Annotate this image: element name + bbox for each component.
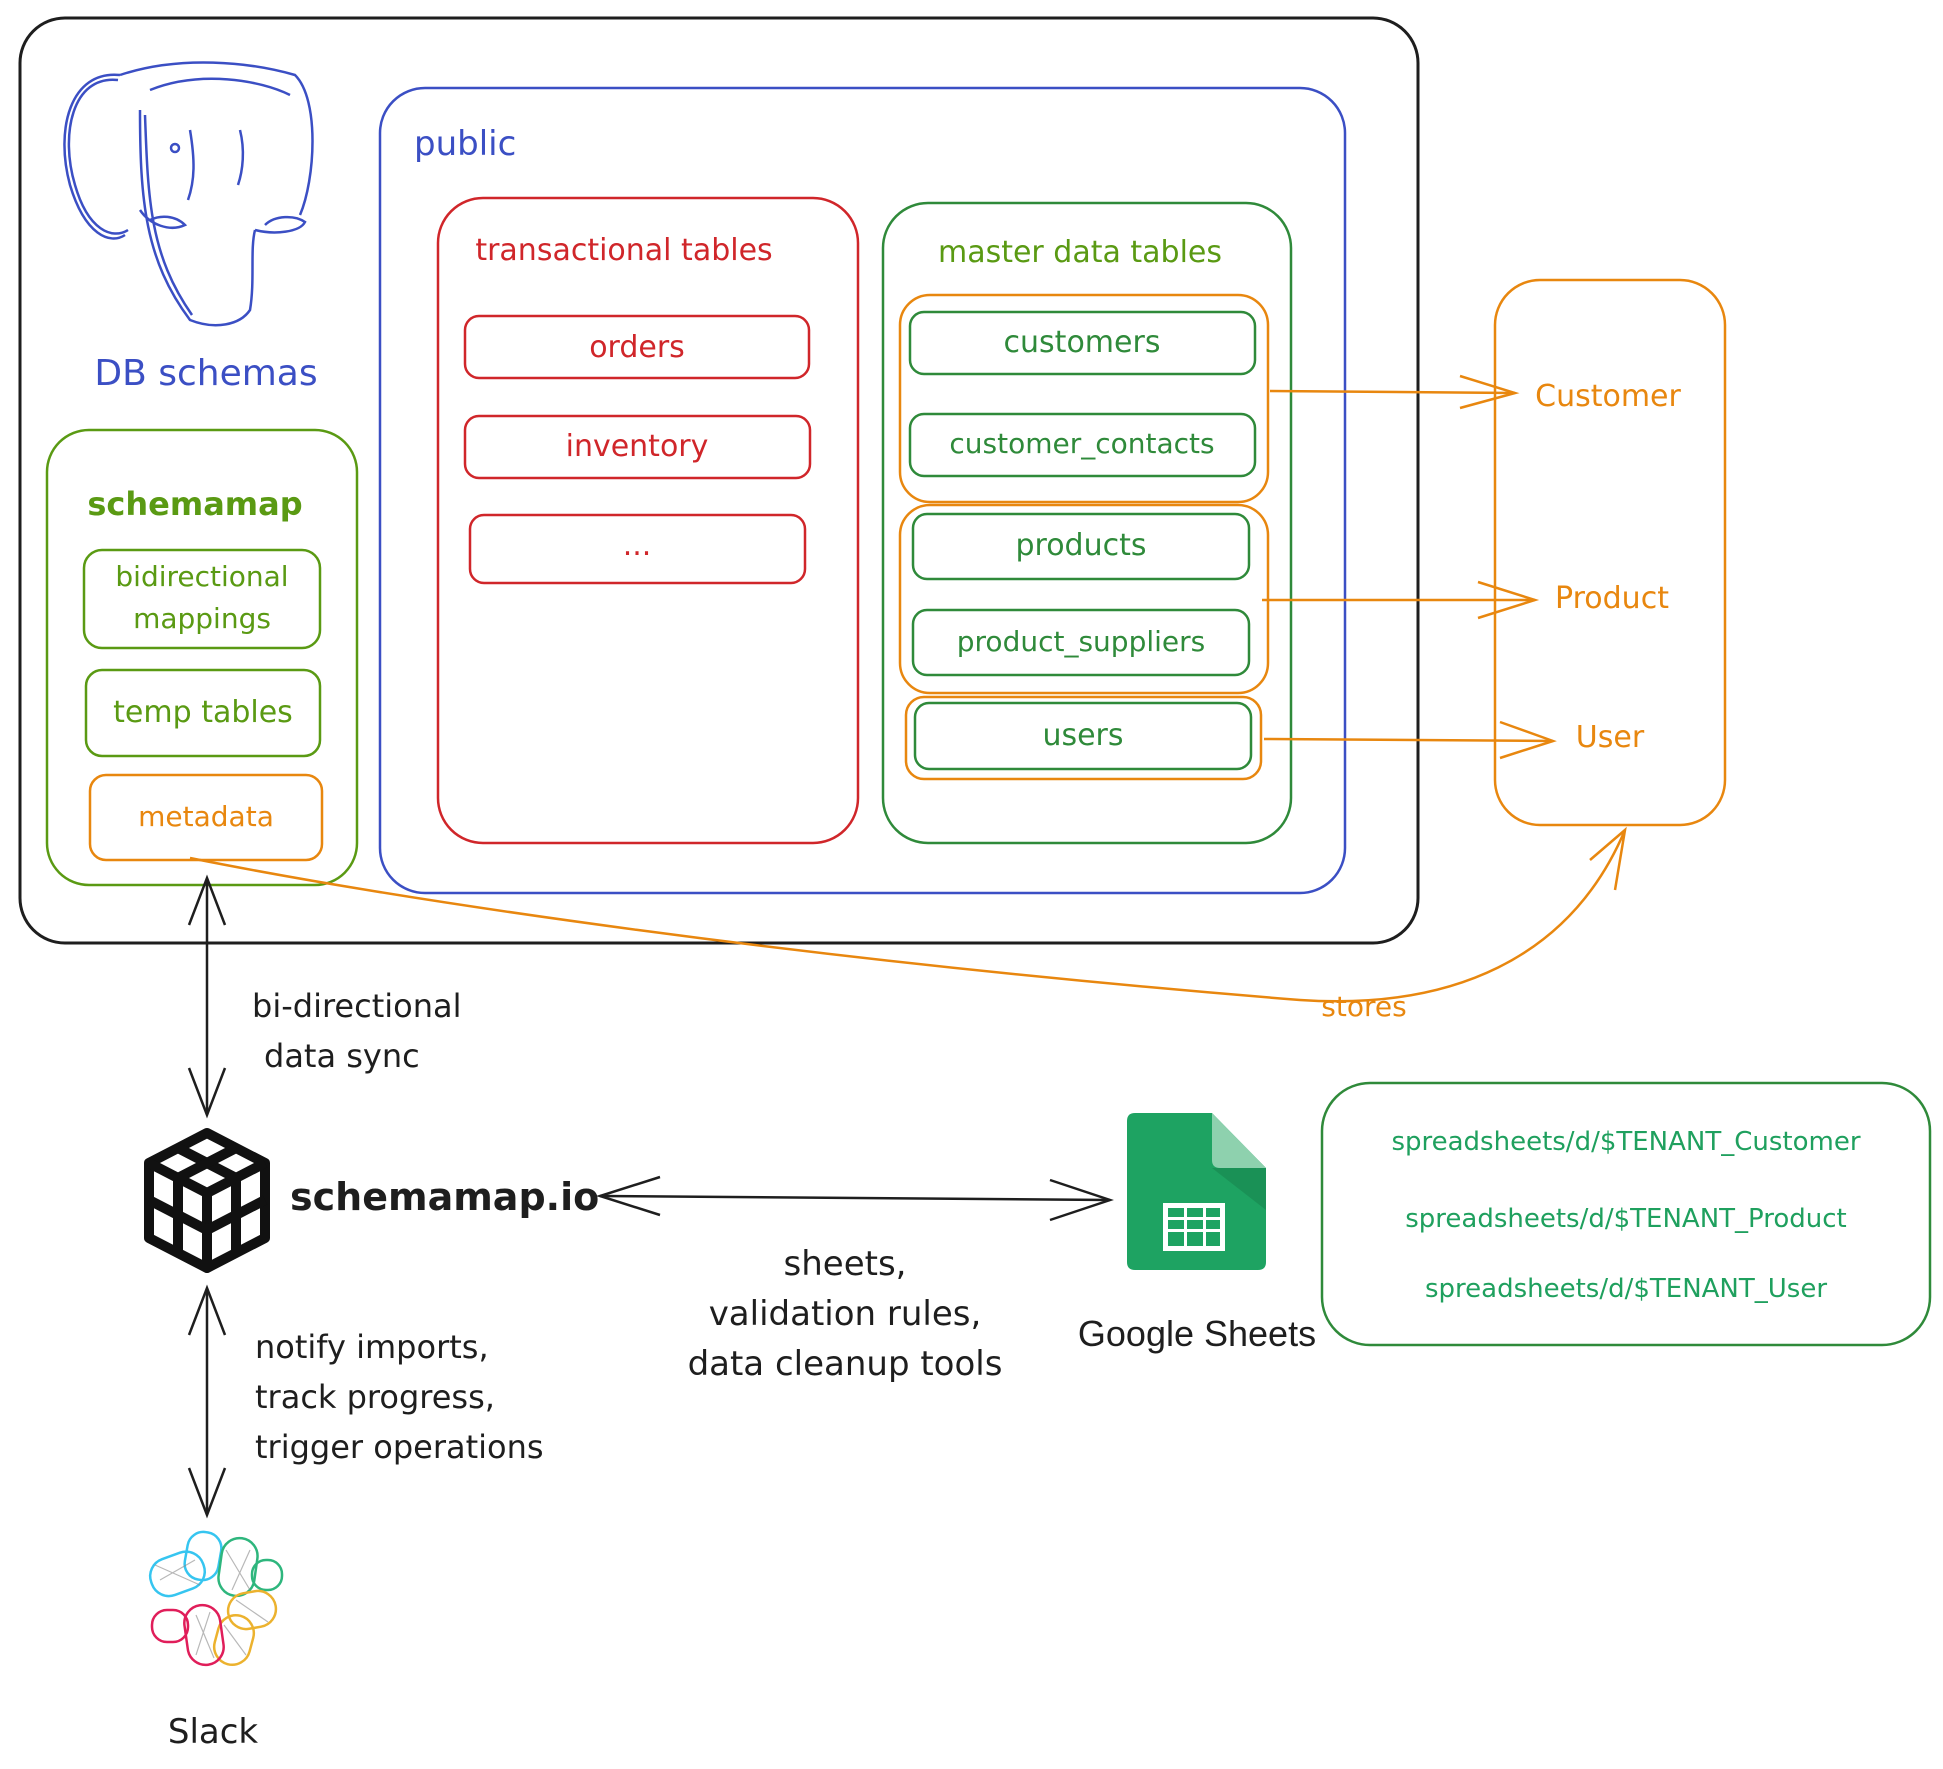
more-tables-placeholder [468, 513, 807, 585]
inventory-label: inventory [566, 429, 709, 464]
user-entity-group [904, 695, 1263, 781]
arrowhead-customer [1459, 374, 1520, 410]
stores-label: stores [1321, 990, 1406, 1023]
arrow-to-user [1263, 737, 1554, 743]
notify-label-line1: notify imports, [255, 1328, 489, 1366]
transactional-tables-box [436, 196, 860, 845]
entity-product-label: Product [1555, 581, 1669, 616]
customer-entity-group [898, 293, 1270, 504]
sheets-label-line2: validation rules, [709, 1294, 982, 1334]
orders-table [463, 314, 811, 380]
users-table [913, 701, 1253, 771]
slack-arrow [187, 1284, 227, 1519]
arrow-to-customer [1269, 389, 1516, 395]
sync-arrow [187, 874, 227, 1119]
master-data-tables-title: master data tables [938, 235, 1222, 270]
slack-logo [148, 1530, 284, 1667]
metadata-label: metadata [138, 800, 274, 833]
sheets-arrow [595, 1175, 1114, 1222]
entity-mapping-arrows [189, 374, 1627, 1003]
schemamap-io-label: schemamap.io [290, 1175, 599, 1219]
public-schema-box [378, 86, 1347, 895]
public-schema-title: public [414, 124, 516, 164]
more-tables-label: ... [623, 528, 652, 563]
inventory-table [463, 414, 812, 480]
customers-table [908, 310, 1257, 376]
slack-label: Slack [168, 1712, 259, 1752]
arrowhead-user [1499, 720, 1557, 760]
arrowhead-product [1477, 580, 1540, 620]
sync-label-line2: data sync [264, 1037, 420, 1075]
products-table [911, 512, 1251, 581]
transactional-tables-title: transactional tables [475, 233, 772, 268]
product-suppliers-table [911, 608, 1251, 677]
temp-tables-table [84, 668, 322, 758]
google-sheets-label: Google Sheets [1078, 1313, 1316, 1354]
orders-label: orders [589, 330, 685, 365]
schemamap-schema-title: schemamap [87, 485, 302, 523]
customers-label: customers [1004, 325, 1161, 360]
temp-tables-label: temp tables [113, 695, 293, 730]
bidirectional-label: bidirectional [115, 560, 288, 593]
bidirectional-mappings-table [82, 548, 322, 650]
stores-arrowhead [1589, 826, 1627, 891]
sync-label-line1: bi-directional [252, 987, 461, 1025]
notify-label-line2: track progress, [255, 1378, 495, 1416]
postgres-elephant-icon [63, 61, 314, 327]
stores-arrow [189, 829, 1627, 1003]
google-sheets-icon [1127, 1113, 1266, 1270]
sheets-label-line1: sheets, [784, 1244, 907, 1284]
schemamap-cubes-logo [144, 1128, 270, 1273]
spreadsheets-box [1320, 1081, 1932, 1347]
entities-box [1493, 278, 1727, 827]
db-schemas-title: DB schemas [94, 353, 317, 394]
notify-label-line3: trigger operations [255, 1428, 544, 1466]
mappings-label: mappings [133, 602, 271, 635]
entity-customer-label: Customer [1535, 379, 1681, 414]
spreadsheet-product-url: spreadsheets/d/$TENANT_Product [1405, 1204, 1847, 1234]
spreadsheet-customer-url: spreadsheets/d/$TENANT_Customer [1391, 1127, 1860, 1157]
customer-contacts-table [908, 412, 1257, 478]
db-container [18, 16, 1420, 945]
sheets-label-line3: data cleanup tools [688, 1344, 1003, 1384]
schemamap-schema-box [45, 428, 359, 887]
customer-contacts-label: customer_contacts [949, 427, 1214, 460]
products-label: products [1015, 528, 1146, 563]
users-label: users [1042, 718, 1123, 753]
product-suppliers-label: product_suppliers [957, 625, 1205, 658]
master-data-tables-box [881, 201, 1293, 845]
entity-user-label: User [1576, 720, 1645, 755]
spreadsheet-user-url: spreadsheets/d/$TENANT_User [1425, 1274, 1827, 1304]
